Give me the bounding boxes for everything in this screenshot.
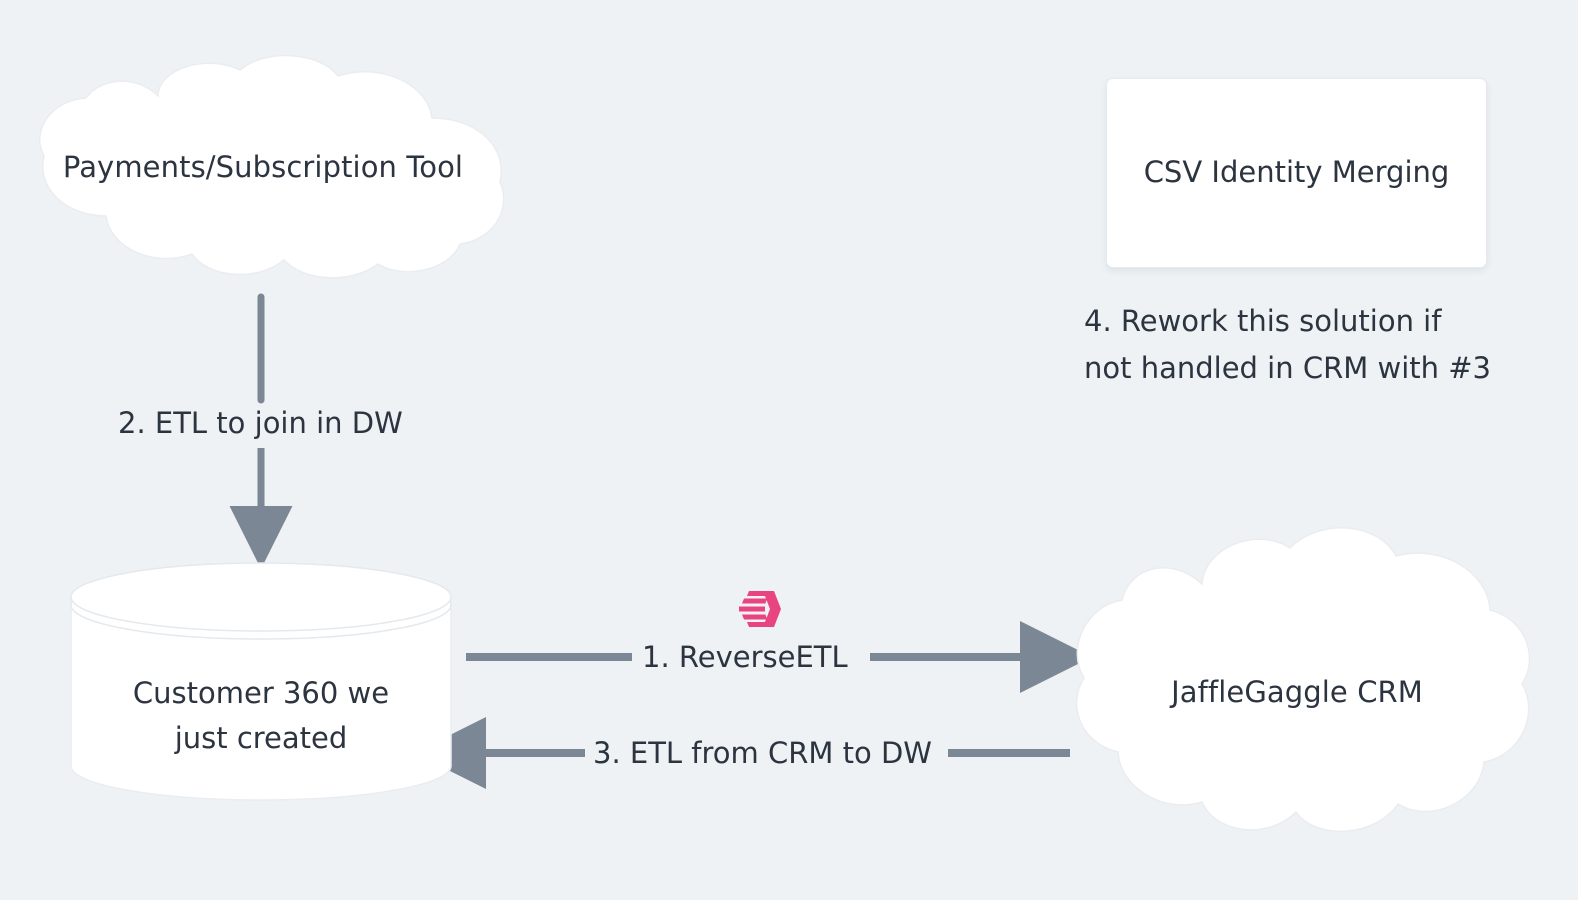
rework-note-text: 4. Rework this solution if not handled i… [1084,304,1491,385]
dbt-hexagon-icon [739,591,781,627]
cloud-shape [1075,527,1531,832]
node-payments-cloud[interactable]: Payments/Subscription Tool [8,54,518,279]
edge-label-etl-to-dw: 2. ETL to join in DW [112,406,409,440]
cylinder-shape [70,562,452,801]
cloud-shape [39,54,505,279]
node-jafflegaggle-crm-cloud[interactable]: JaffleGaggle CRM [1052,522,1542,842]
node-customer360-cylinder[interactable]: Customer 360 we just created [68,562,454,801]
node-csv-identity-merging[interactable]: CSV Identity Merging [1106,78,1487,268]
edge-label-etl-from-crm: 3. ETL from CRM to DW [587,736,938,770]
csv-box-label: CSV Identity Merging [1143,155,1450,190]
dbt-logo-icon [736,589,782,629]
edge-label-reverse-etl: 1. ReverseETL [636,640,854,674]
